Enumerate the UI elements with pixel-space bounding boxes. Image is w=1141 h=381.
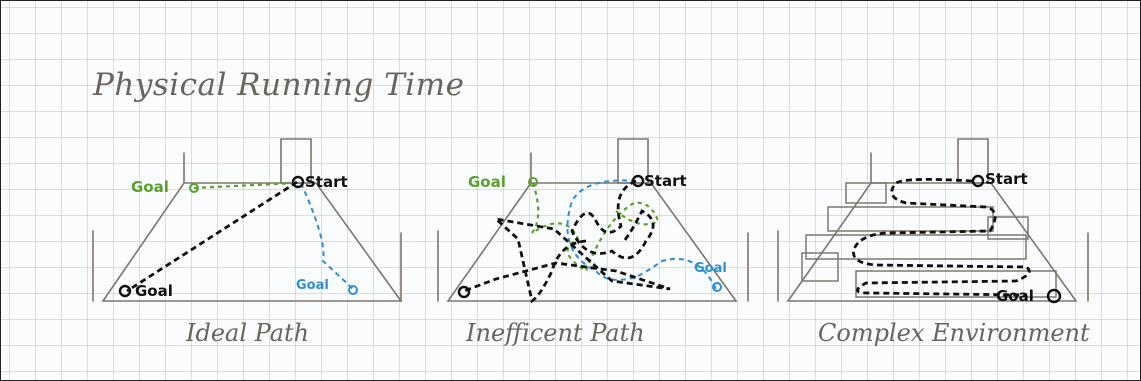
room-floor-outline	[446, 182, 738, 302]
blue-goal-marker	[348, 285, 358, 295]
goal-label-black: Goal	[135, 282, 173, 300]
panel-inefficient-path: Goal Start Goal	[436, 121, 766, 361]
panel-ideal-path: Goal Start Goal Goal	[91, 121, 421, 361]
green-goal-marker	[528, 177, 538, 187]
ideal-path-drawing	[92, 138, 403, 302]
obstacle-lower-bar	[805, 234, 1027, 260]
blue-path	[566, 179, 717, 290]
black-path	[463, 179, 671, 304]
black-path	[852, 178, 1031, 297]
goal-label-green: Goal	[131, 178, 169, 196]
door-outline	[957, 138, 989, 184]
black-goal-marker	[457, 285, 471, 299]
goal-marker	[1046, 288, 1062, 304]
green-path	[531, 182, 660, 273]
start-label: Start	[644, 172, 687, 190]
room-floor-outline	[786, 182, 1078, 302]
obstacle-bottom-bar	[855, 270, 1057, 298]
caption-inefficient-path: Inefficent Path	[466, 319, 645, 347]
inefficient-path-drawing	[437, 138, 749, 304]
start-label: Start	[985, 170, 1028, 188]
goal-label-blue: Goal	[296, 278, 329, 293]
goal-label-green: Goal	[468, 173, 506, 191]
green-goal-marker	[189, 183, 199, 193]
panel-complex-environment: Start Goal	[776, 121, 1106, 361]
green-path	[193, 181, 297, 190]
start-marker	[291, 175, 305, 189]
caption-ideal-path: Ideal Path	[186, 319, 310, 347]
obstacle-top-left	[845, 182, 887, 204]
blue-path	[300, 182, 354, 290]
caption-complex-environment: Complex Environment	[818, 319, 1090, 347]
start-label: Start	[305, 173, 348, 191]
page-title: Physical Running Time	[93, 67, 465, 103]
complex-environment-drawing	[777, 138, 1089, 304]
start-marker	[971, 174, 985, 188]
blue-goal-marker	[712, 282, 722, 292]
black-goal-marker	[118, 284, 132, 298]
obstacle-middle-bar	[827, 206, 994, 232]
goal-label-blue: Goal	[694, 261, 727, 276]
obstacle-left-block	[801, 252, 839, 282]
start-marker	[631, 174, 645, 188]
black-path	[126, 180, 298, 293]
obstacle-right-block	[987, 216, 1029, 240]
goal-label: Goal	[996, 287, 1034, 305]
